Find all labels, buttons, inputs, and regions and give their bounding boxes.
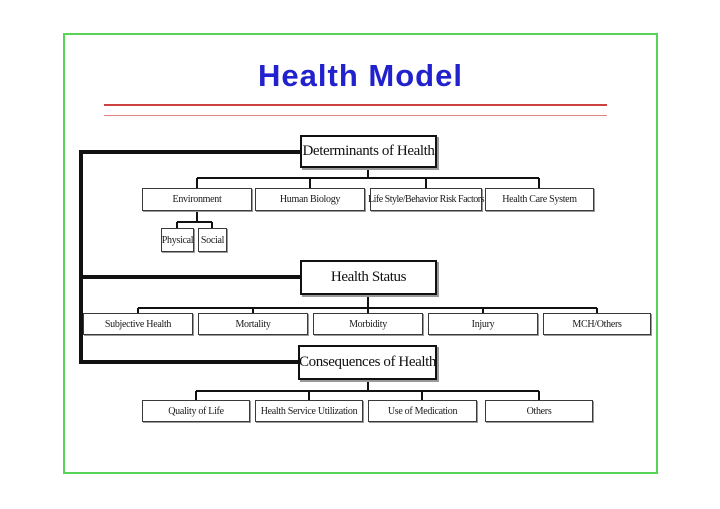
box-physical: Physical	[161, 228, 194, 252]
box-quality-of-life: Quality of Life	[142, 400, 250, 422]
title-divider-secondary	[104, 115, 607, 116]
box-human-biology: Human Biology	[255, 188, 365, 211]
box-environment: Environment	[142, 188, 252, 211]
box-health-service-utilization: Health Service Utilization	[255, 400, 363, 422]
box-morbidity: Morbidity	[313, 313, 423, 335]
box-determinants-of-health: Determinants of Health	[300, 135, 437, 168]
box-mch-others: MCH/Others	[543, 313, 651, 335]
box-mortality: Mortality	[198, 313, 308, 335]
box-consequences-of-health: Consequences of Health	[298, 345, 437, 380]
title-divider-primary	[104, 104, 607, 106]
box-lifestyle-behavior-risk-factors: Life Style/Behavior Risk Factors	[368, 188, 484, 211]
box-others: Others	[485, 400, 593, 422]
slide-title: Health Model	[258, 58, 463, 93]
box-subjective-health: Subjective Health	[83, 313, 193, 335]
box-health-status: Health Status	[300, 260, 437, 295]
box-use-of-medication: Use of Medication	[368, 400, 477, 422]
box-health-care-system: Health Care System	[485, 188, 594, 211]
box-injury: Injury	[428, 313, 538, 335]
box-social: Social	[198, 228, 227, 252]
